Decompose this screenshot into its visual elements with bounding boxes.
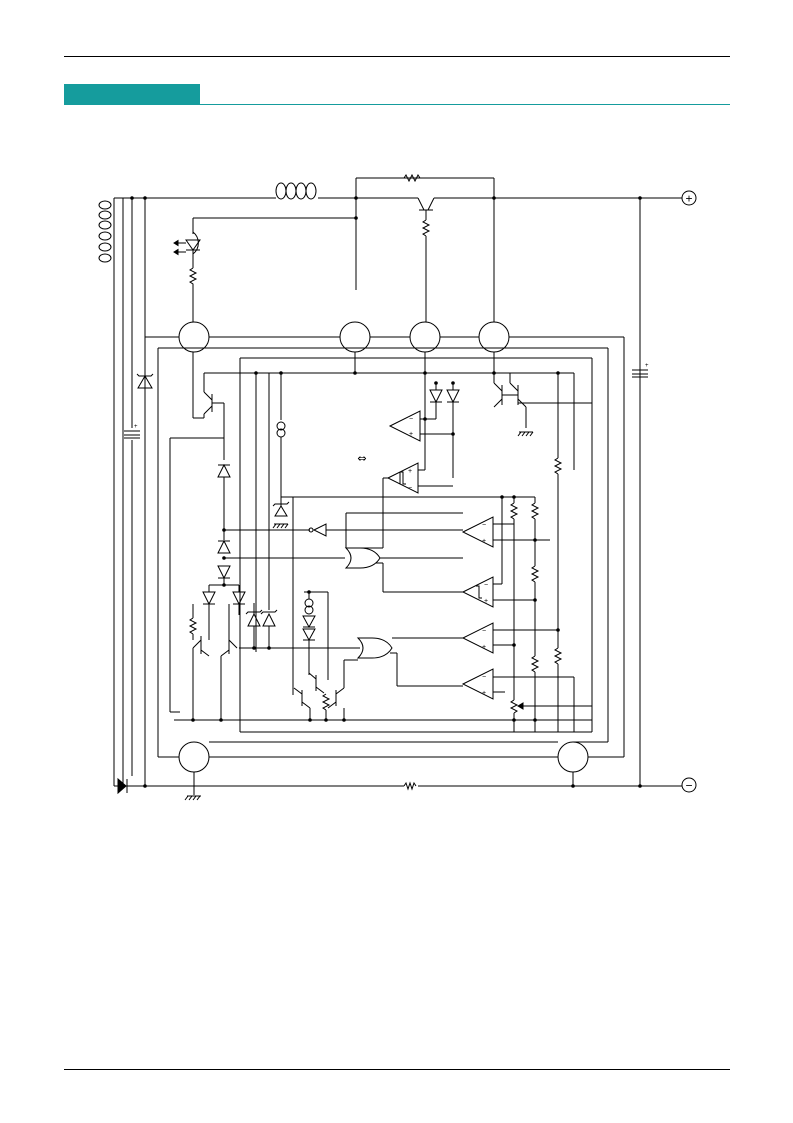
resistor-icon [532,503,538,519]
resistor-icon [511,700,517,713]
svg-text:+: + [484,598,488,605]
header-rule [64,56,730,57]
opamp-icon: + − [388,463,418,493]
transistor-icon [294,673,344,708]
coil-icon [276,183,316,199]
opamp-icon: − + [463,623,493,653]
zener-diode-icon [137,360,153,388]
diode-icon [303,629,315,640]
svg-text:−: − [482,674,486,681]
svg-text:+: + [685,192,692,206]
zener-diode-icon [261,610,277,626]
transistor-icon [193,636,237,656]
svg-text:+: + [409,431,413,438]
pin-circle [179,742,209,772]
svg-text:−: − [482,628,486,635]
left-verticals [114,198,145,786]
diode-icon [218,566,230,578]
transistor-icon [204,392,224,418]
svg-text:+: + [482,644,486,651]
svg-text:⇔: ⇔ [357,452,366,465]
footer-rule [64,1069,730,1070]
or-gate-icon [346,548,380,568]
svg-text:−: − [408,485,412,492]
junction-dots [130,196,642,788]
pin-circle [558,742,588,772]
svg-text:−: − [409,416,413,423]
transistor-icon [418,198,434,220]
resistor-icon [555,458,561,474]
negative-terminal: − [682,778,696,793]
diode-icon [430,390,442,402]
or-gate-icon [358,638,392,658]
resistor-icon [404,783,416,789]
svg-text:+: + [482,538,486,545]
diode-icon [203,592,215,604]
diode-icon [447,390,459,402]
led-icon [174,232,200,255]
positive-terminal: + [682,191,696,206]
section-header-bar [64,84,200,105]
buffer-icon [309,524,326,536]
diode-icon [303,616,315,627]
section-header-line [200,104,730,105]
ground-icon [185,796,201,800]
svg-text:+: + [134,424,138,430]
svg-text:+: + [408,468,412,475]
current-source-icon [277,422,285,437]
opamp-icon: − + [390,411,420,441]
resistor-icon [190,268,196,290]
resistor-icon [323,694,329,710]
diode-icon [218,541,230,553]
diode-icon [218,465,230,477]
opamp-icon: − + [463,517,493,547]
opamp-icon: − + [463,669,493,699]
diode-icon [233,592,245,604]
opamp-icon: − + [463,577,493,607]
svg-text:−: − [685,779,692,793]
svg-text:−: − [482,522,486,529]
diode-icon [118,779,126,793]
resistor-icon [532,566,538,582]
positive-rail [114,178,682,198]
ground-icon [518,432,533,436]
svg-text:−: − [484,582,488,589]
capacitor-icon: + [632,363,649,377]
svg-text:+: + [482,690,486,697]
ground-icon [273,524,288,528]
frame-wiring [145,337,624,795]
zener-diode-icon [273,502,289,516]
current-source-icon [305,599,313,614]
svg-text:+: + [645,363,649,369]
resistor-icon [555,648,561,664]
resistor-icon [190,618,196,634]
capacitor-icon: + [124,424,140,438]
resistor-icon [423,220,429,236]
resistor-icon [532,656,538,672]
resistor-icon [511,503,517,519]
coil-icon [99,201,111,262]
resistor-icon [404,175,420,181]
